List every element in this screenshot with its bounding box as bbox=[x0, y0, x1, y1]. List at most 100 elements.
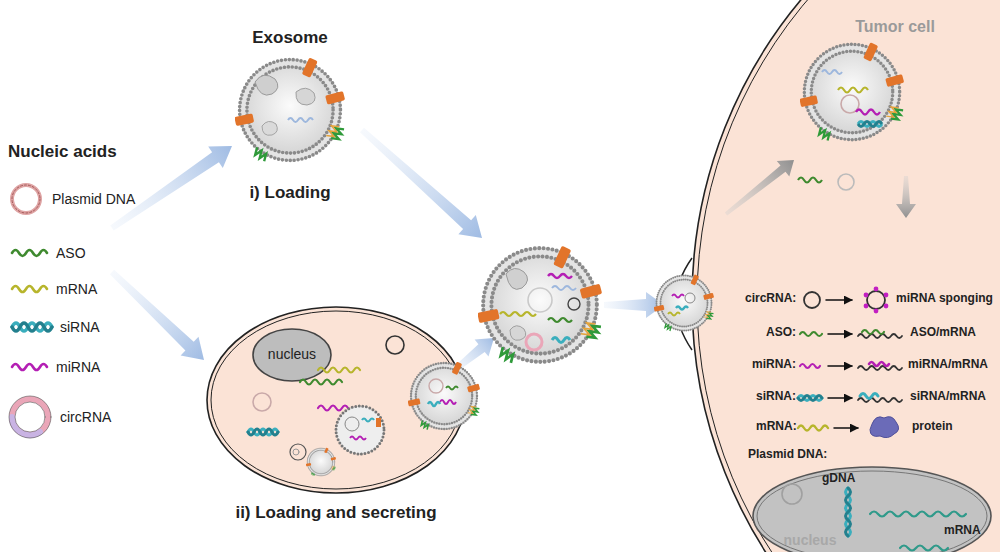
node-label: i) Loading bbox=[190, 183, 390, 203]
node-outline bbox=[205, 305, 467, 495]
mechanism-label: gDNA bbox=[822, 472, 855, 486]
decor-path bbox=[12, 323, 52, 331]
decor-path bbox=[510, 326, 526, 341]
decor-path bbox=[834, 427, 858, 429]
cell-cargo bbox=[248, 336, 404, 460]
releasing-exosome bbox=[798, 42, 904, 190]
cell-nucleus: nucleus bbox=[252, 328, 332, 382]
decor-path bbox=[12, 250, 47, 256]
flow-arrow bbox=[896, 176, 916, 218]
node-label: ii) Loading and secreting bbox=[165, 503, 507, 523]
cell-membrane-inner bbox=[211, 311, 461, 489]
decor-path bbox=[858, 334, 902, 338]
decor-use bbox=[306, 448, 336, 476]
mechanism-label: miRNA: bbox=[752, 358, 796, 372]
exosome: Exosomei) Loading bbox=[235, 55, 345, 165]
mechanism-label: siRNA: bbox=[756, 390, 796, 404]
decor-path bbox=[858, 398, 902, 402]
decor-path bbox=[798, 426, 828, 431]
decor-path bbox=[870, 417, 899, 438]
decor-path bbox=[858, 122, 882, 127]
decor-use bbox=[477, 246, 602, 363]
legend-label: miRNA bbox=[56, 359, 100, 375]
decor-circle bbox=[685, 293, 695, 303]
decor-path bbox=[12, 417, 40, 435]
decor-path bbox=[828, 333, 852, 335]
decor-circle bbox=[12, 185, 40, 213]
mechanism-label: ASO/mRNA bbox=[910, 326, 976, 340]
decor-path bbox=[506, 268, 528, 289]
decor-path bbox=[838, 88, 868, 93]
decor-path bbox=[800, 364, 820, 368]
decor-circle bbox=[336, 406, 384, 454]
node-label: Exosome bbox=[190, 28, 390, 48]
flow-arrow bbox=[110, 270, 204, 360]
decor-path bbox=[846, 488, 851, 536]
decor-path bbox=[676, 307, 688, 310]
flow-arrow bbox=[604, 292, 664, 318]
decor-circle bbox=[345, 417, 359, 431]
decor-circle bbox=[429, 379, 443, 393]
decor-path bbox=[826, 299, 852, 301]
decor-path bbox=[428, 402, 440, 406]
decor-circle bbox=[838, 174, 854, 190]
legend-label: mRNA bbox=[56, 281, 97, 297]
tumor-cell: Tumor cell nucleus bbox=[690, 0, 1000, 552]
decor-path bbox=[552, 286, 576, 290]
exosome-cargo bbox=[255, 75, 315, 135]
decor-path bbox=[858, 366, 902, 370]
node-label: Tumor cell bbox=[830, 18, 960, 36]
mechanism-label: miRNA/mRNA bbox=[908, 358, 988, 372]
legend-label: siRNA bbox=[60, 319, 100, 335]
mechanism-label: mRNA bbox=[944, 524, 981, 538]
decor-path bbox=[500, 312, 536, 316]
release-arrows bbox=[725, 160, 916, 218]
decor-circle bbox=[874, 309, 879, 314]
decor-path bbox=[255, 75, 278, 95]
node-label: nucleus bbox=[770, 532, 850, 548]
decor-rect bbox=[376, 418, 381, 427]
multivesicular-body bbox=[306, 406, 384, 476]
decor-path bbox=[856, 110, 880, 115]
decor-circle bbox=[293, 449, 299, 455]
decor-use bbox=[654, 274, 714, 331]
decor-path bbox=[12, 364, 47, 370]
nucleus-contents bbox=[782, 484, 966, 551]
decor-path bbox=[672, 295, 684, 298]
legend-label: circRNA bbox=[60, 409, 111, 425]
decor-path bbox=[822, 70, 842, 74]
legend-label: Plasmid DNA bbox=[52, 191, 135, 207]
decor-circle bbox=[9, 396, 51, 438]
decor-path bbox=[798, 396, 822, 401]
nucleus-envelope bbox=[253, 329, 331, 381]
decor-path bbox=[296, 88, 315, 105]
decor-path bbox=[288, 118, 313, 122]
decor-path bbox=[870, 512, 966, 517]
decor-path bbox=[300, 380, 342, 385]
decor-circle bbox=[15, 402, 45, 432]
fusing-exosome bbox=[654, 258, 714, 350]
nucleus-envelope-inner bbox=[757, 471, 987, 552]
decor-path bbox=[800, 332, 822, 336]
flow-arrow bbox=[360, 128, 482, 238]
decor-use bbox=[408, 362, 481, 430]
cell-membrane bbox=[207, 307, 465, 493]
decor-path bbox=[362, 419, 374, 422]
decor-path bbox=[248, 429, 278, 435]
decor-path bbox=[798, 178, 822, 183]
loaded-exosome bbox=[477, 246, 602, 363]
decor-path bbox=[440, 400, 456, 404]
decor-circle bbox=[874, 287, 879, 292]
decor-path bbox=[548, 274, 572, 278]
decor-path bbox=[846, 488, 851, 536]
mechanism-label: ASO: bbox=[766, 326, 796, 340]
decor-path bbox=[548, 318, 572, 322]
decor-circle bbox=[841, 95, 859, 113]
decor-path bbox=[828, 397, 852, 399]
decor-path bbox=[262, 121, 277, 135]
decor-path bbox=[828, 365, 852, 367]
mechanism-label: protein bbox=[912, 420, 953, 434]
decor-path bbox=[798, 396, 822, 401]
